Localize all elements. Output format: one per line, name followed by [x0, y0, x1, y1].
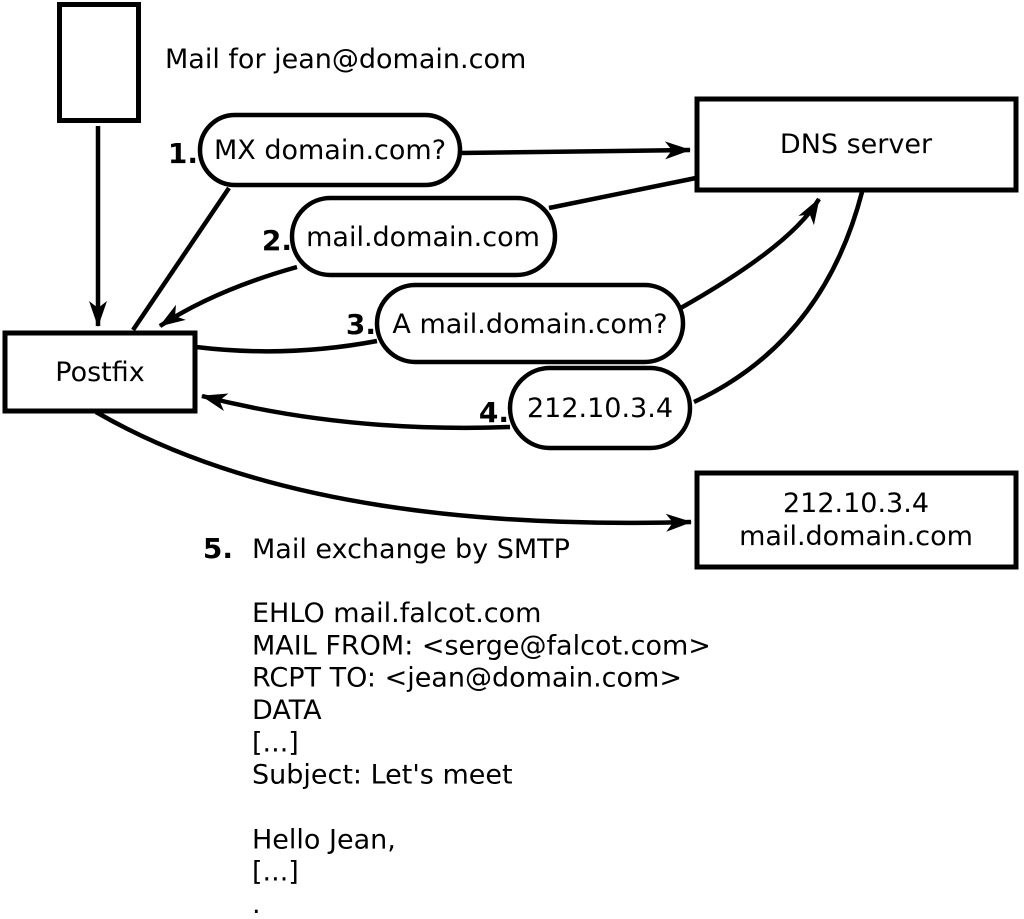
step-1-number: 1.: [168, 137, 198, 170]
dns-server-box: [694, 96, 1019, 193]
line-postfix-to-pill3: [195, 338, 378, 354]
smtp-line-subject: Subject: Let's meet: [252, 760, 513, 791]
smtp-line-end-dot: .: [252, 889, 261, 919]
mail-server-host-label: mail.domain.com: [739, 521, 973, 552]
postfix-box: [2, 330, 198, 414]
step-3-number: 3.: [346, 308, 376, 341]
arrow-pill1-to-dns: [459, 141, 691, 160]
arrow-pill2-to-postfix: [158, 264, 298, 328]
smtp-line-rcpt-to: RCPT TO: <jean@domain.com>: [252, 663, 682, 694]
postfix-label: Postfix: [55, 357, 144, 388]
pill-mx-response: [289, 195, 558, 278]
mail-server-box: [694, 470, 1019, 570]
pill-mx-query-label: MX domain.com?: [214, 135, 446, 166]
step-5-label: Mail exchange by SMTP: [252, 534, 570, 565]
pill-mx-query: [197, 112, 463, 188]
pill-a-query-label: A mail.domain.com?: [392, 309, 667, 340]
line-postfix-to-pill1: [131, 186, 231, 332]
step-2-number: 2.: [262, 224, 292, 257]
pill-a-response-label: 212.10.3.4: [527, 393, 673, 424]
step-5-number: 5.: [203, 532, 233, 565]
smtp-line-data: DATA: [252, 695, 322, 726]
smtp-line-mail-from: MAIL FROM: <serge@falcot.com>: [252, 630, 711, 661]
smtp-session-text: EHLO mail.falcot.com MAIL FROM: <serge@f…: [252, 598, 711, 919]
smtp-line-ehlo: EHLO mail.falcot.com: [252, 598, 541, 629]
mail-for-label: Mail for jean@domain.com: [165, 44, 526, 75]
smtp-line-ellipsis-1: [...]: [252, 727, 299, 758]
step-4-number: 4.: [479, 396, 509, 429]
line-dns-to-pill4: [693, 191, 865, 405]
pill-a-response: [507, 365, 693, 451]
arrow-pill4-to-postfix: [201, 393, 511, 431]
dns-server-label: DNS server: [780, 129, 933, 160]
line-dns-to-pill2: [548, 175, 697, 211]
arrow-postfix-to-mailserver: [94, 410, 692, 532]
smtp-line-hello: Hello Jean,: [252, 824, 396, 855]
smtp-line-ellipsis-2: [...]: [252, 857, 299, 888]
pill-a-query: [374, 282, 686, 365]
mail-server-ip-label: 212.10.3.4: [783, 488, 929, 519]
pill-mx-response-label: mail.domain.com: [306, 222, 540, 253]
arrow-pill3-to-dns: [677, 197, 821, 311]
mail-message-box: [57, 2, 141, 123]
